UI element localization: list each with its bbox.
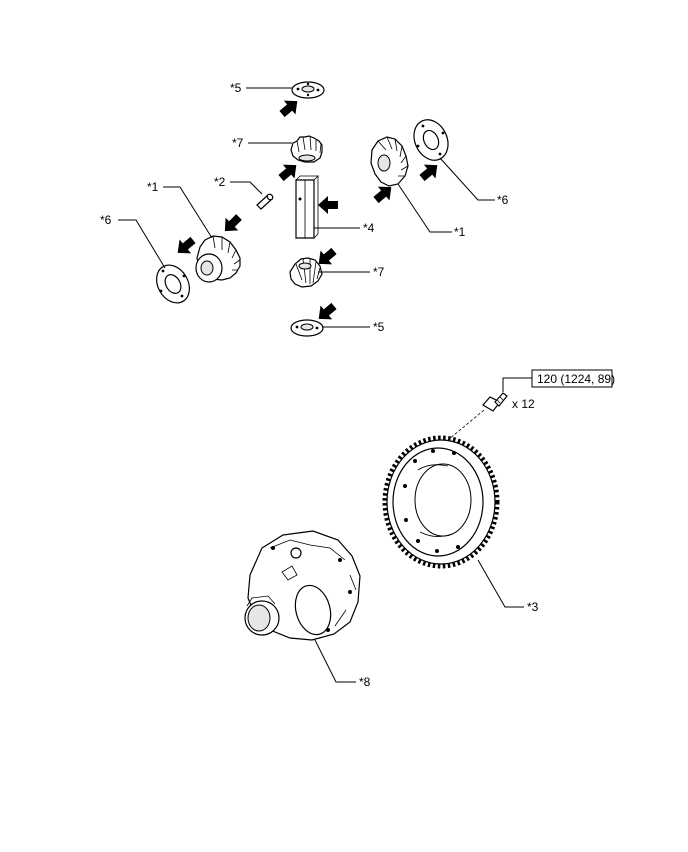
torque-spec-text: 120 (1224, 89) <box>537 372 615 386</box>
callout-4: *4 <box>363 221 375 235</box>
leader-line <box>397 183 452 233</box>
ring-gear <box>382 435 500 569</box>
thrust-washer-bottom <box>290 319 324 337</box>
install-arrow-side-gear-left <box>218 210 246 238</box>
install-arrow-washer-top <box>276 94 304 121</box>
pinion-gear-bottom <box>289 257 323 288</box>
leader-line <box>118 219 166 269</box>
install-arrow-shaft <box>318 196 338 214</box>
torque-spec-box: 120 (1224, 89) <box>531 369 615 388</box>
callout-1-left: *1 <box>147 180 159 194</box>
leader-line <box>230 181 263 195</box>
callout-8: *8 <box>359 675 371 689</box>
pinion-shaft <box>295 175 319 239</box>
leader-line <box>502 377 532 392</box>
install-arrow-washer-left <box>171 233 199 260</box>
callout-7-top: *7 <box>232 136 244 150</box>
callout-5-top: *5 <box>230 81 242 95</box>
side-gear-left <box>195 235 241 283</box>
install-arrow-washer-right <box>416 158 444 185</box>
callout-5-bottom: *5 <box>373 320 385 334</box>
leader-line <box>439 157 495 201</box>
callout-2: *2 <box>214 175 226 189</box>
callout-7-bottom: *7 <box>373 265 385 279</box>
leader-line <box>477 559 524 608</box>
leader-line <box>163 186 213 239</box>
bolt-alignment-line <box>447 409 485 441</box>
pinion-gear-top <box>290 135 323 163</box>
callout-1-right: *1 <box>454 225 466 239</box>
bolt-quantity: x 12 <box>512 397 535 411</box>
callout-6-right: *6 <box>497 193 509 207</box>
side-gear-right <box>370 136 409 187</box>
differential-case <box>244 530 361 641</box>
side-gear-washer-right <box>413 119 449 161</box>
callout-6-left: *6 <box>100 213 112 227</box>
ring-gear-bolt <box>482 392 508 412</box>
side-gear-washer-left <box>156 264 190 304</box>
pinion-shaft-lock-pin <box>256 193 274 210</box>
thrust-washer-top <box>291 81 325 99</box>
leader-line <box>314 639 356 683</box>
callout-3: *3 <box>527 600 539 614</box>
